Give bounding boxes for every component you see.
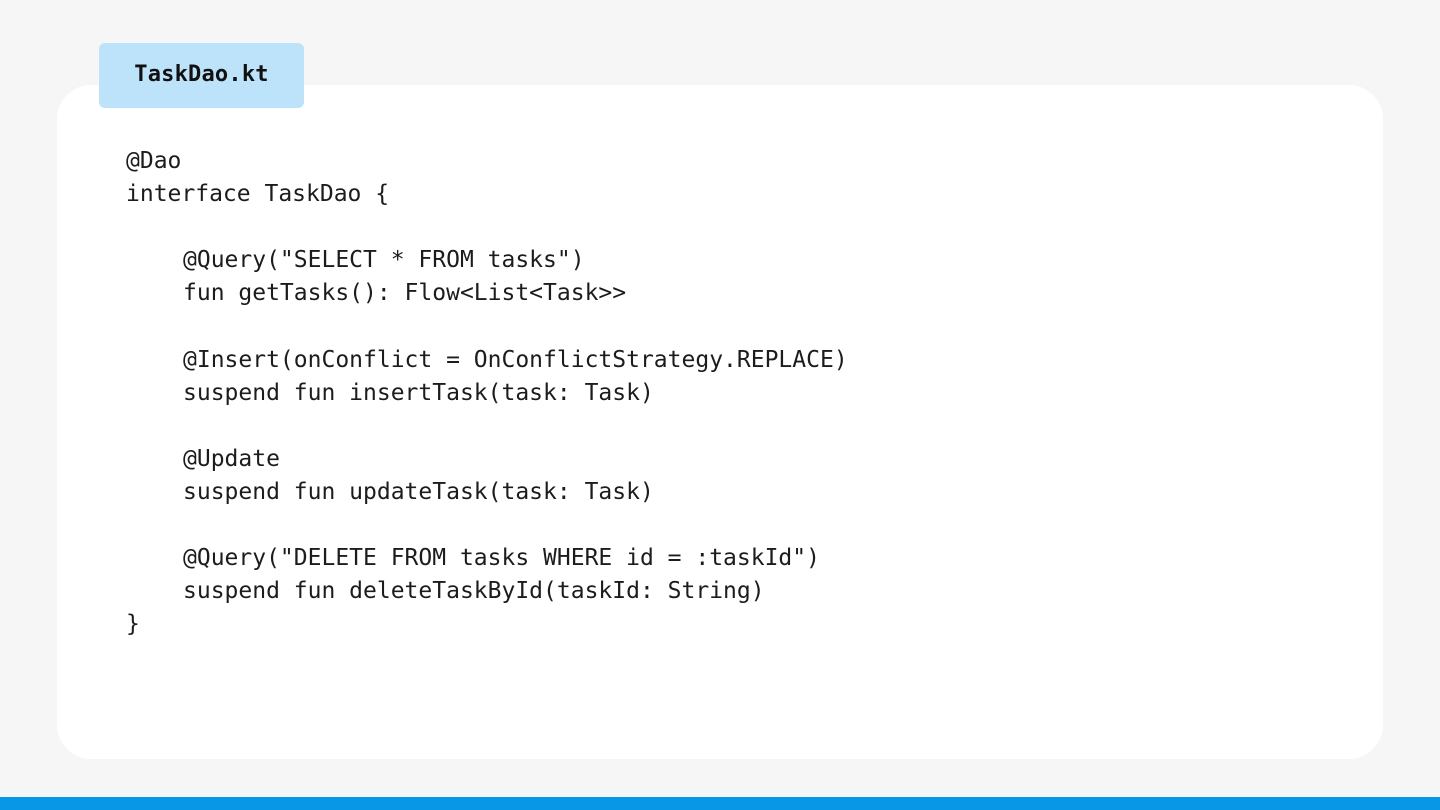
code-line: [126, 310, 848, 343]
code-line: [126, 211, 848, 244]
code-card: [57, 85, 1383, 759]
file-tab[interactable]: TaskDao.kt: [99, 43, 304, 108]
code-line: suspend fun updateTask(task: Task): [126, 476, 848, 509]
code-line: }: [126, 608, 848, 641]
code-line: @Query("DELETE FROM tasks WHERE id = :ta…: [126, 542, 848, 575]
code-text: @Query("SELECT * FROM tasks"): [183, 247, 585, 274]
code-text: @Query("DELETE FROM tasks WHERE id = :ta…: [183, 545, 820, 572]
code-text: interface TaskDao {: [126, 181, 390, 208]
code-line: @Dao: [126, 145, 848, 178]
code-text: @Insert(onConflict = OnConflictStrategy.…: [183, 346, 848, 373]
code-text: @Dao: [126, 148, 182, 174]
code-line: @Query("SELECT * FROM tasks"): [126, 244, 848, 277]
code-text: @Update: [183, 445, 280, 472]
code-line: [126, 509, 848, 542]
code-line: fun getTasks(): Flow<List<Task>>: [126, 277, 848, 310]
code-block: @Dao interface TaskDao { @Query("SELECT * …: [126, 145, 848, 641]
code-line: @Update: [126, 443, 848, 476]
code-line: @Insert(onConflict = OnConflictStrategy.…: [126, 344, 848, 377]
code-line: interface TaskDao {: [126, 178, 848, 211]
code-text: suspend fun deleteTaskById(taskId: Strin…: [183, 578, 765, 605]
code-text: fun getTasks(): Flow<List<Task>>: [183, 280, 627, 307]
code-line: suspend fun insertTask(task: Task): [126, 377, 848, 410]
code-text: suspend fun updateTask(task: Task): [183, 478, 654, 505]
code-text: }: [126, 611, 140, 638]
code-text: suspend fun insertTask(task: Task): [183, 379, 654, 406]
code-line: [126, 410, 848, 443]
code-line: suspend fun deleteTaskById(taskId: Strin…: [126, 575, 848, 608]
bottom-accent-bar: [0, 797, 1440, 810]
